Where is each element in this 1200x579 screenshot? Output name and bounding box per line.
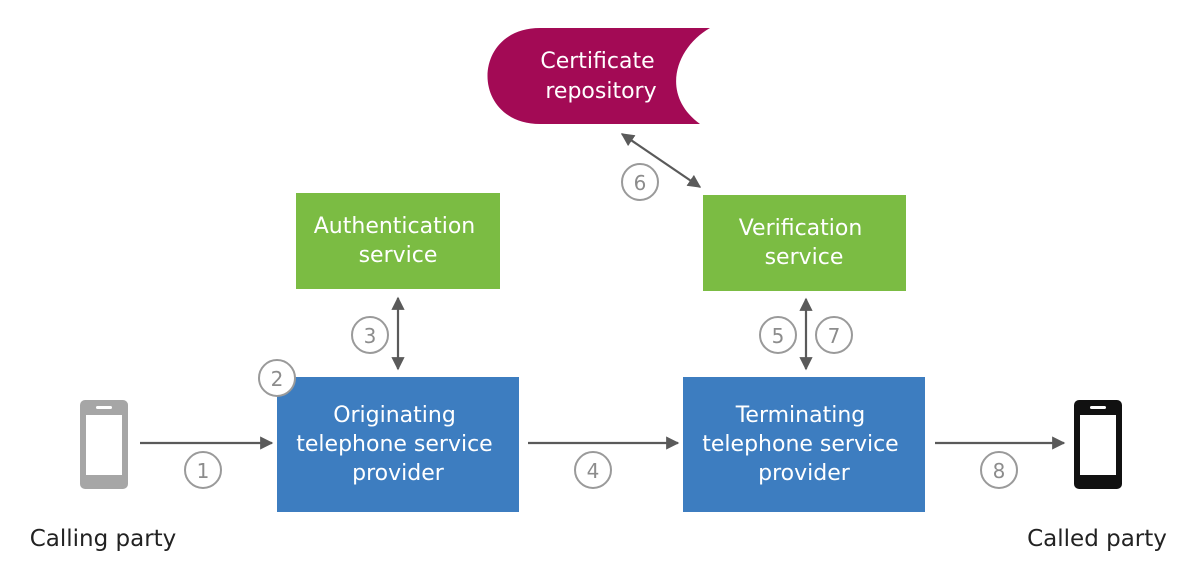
calling-party-phone-icon bbox=[80, 400, 128, 489]
svg-text:5: 5 bbox=[772, 324, 785, 348]
called-party-phone-icon bbox=[1074, 400, 1122, 489]
certificate-repository: Certificate repository bbox=[487, 28, 710, 124]
terminating-provider-box: Terminating telephone service provider bbox=[683, 377, 925, 512]
step-2-badge: 2 bbox=[258, 359, 296, 397]
verification-label: Verification service bbox=[739, 216, 870, 270]
terminating-rect bbox=[683, 377, 925, 512]
svg-text:7: 7 bbox=[828, 324, 841, 348]
repository-label: Certificate repository bbox=[540, 49, 661, 104]
step-3-badge: 3 bbox=[351, 316, 389, 354]
svg-text:3: 3 bbox=[364, 324, 377, 348]
verification-service-box: Verification service bbox=[703, 195, 906, 291]
called-party-label: Called party bbox=[1027, 526, 1167, 552]
verification-rect bbox=[703, 195, 906, 291]
svg-text:2: 2 bbox=[271, 367, 284, 391]
step-4-badge: 4 bbox=[574, 451, 612, 489]
step-8-badge: 8 bbox=[980, 451, 1018, 489]
svg-text:1: 1 bbox=[197, 459, 210, 483]
step-1-badge: 1 bbox=[184, 451, 222, 489]
svg-text:4: 4 bbox=[587, 459, 600, 483]
originating-label: Originating telephone service provider bbox=[296, 403, 499, 486]
svg-text:6: 6 bbox=[634, 171, 647, 195]
authentication-label: Authentication service bbox=[314, 214, 483, 268]
svg-text:8: 8 bbox=[993, 459, 1006, 483]
step-7-badge: 7 bbox=[815, 316, 853, 354]
authentication-service-box: Authentication service bbox=[296, 193, 500, 289]
terminating-label: Terminating telephone service provider bbox=[702, 403, 905, 486]
step-6-badge: 6 bbox=[621, 163, 659, 201]
authentication-rect bbox=[296, 193, 500, 289]
originating-provider-box: Originating telephone service provider bbox=[277, 377, 519, 512]
originating-rect bbox=[277, 377, 519, 512]
calling-party-label: Calling party bbox=[30, 526, 177, 552]
arrow-step-6 bbox=[620, 133, 702, 188]
repository-shape bbox=[487, 28, 710, 124]
step-5-badge: 5 bbox=[759, 316, 797, 354]
